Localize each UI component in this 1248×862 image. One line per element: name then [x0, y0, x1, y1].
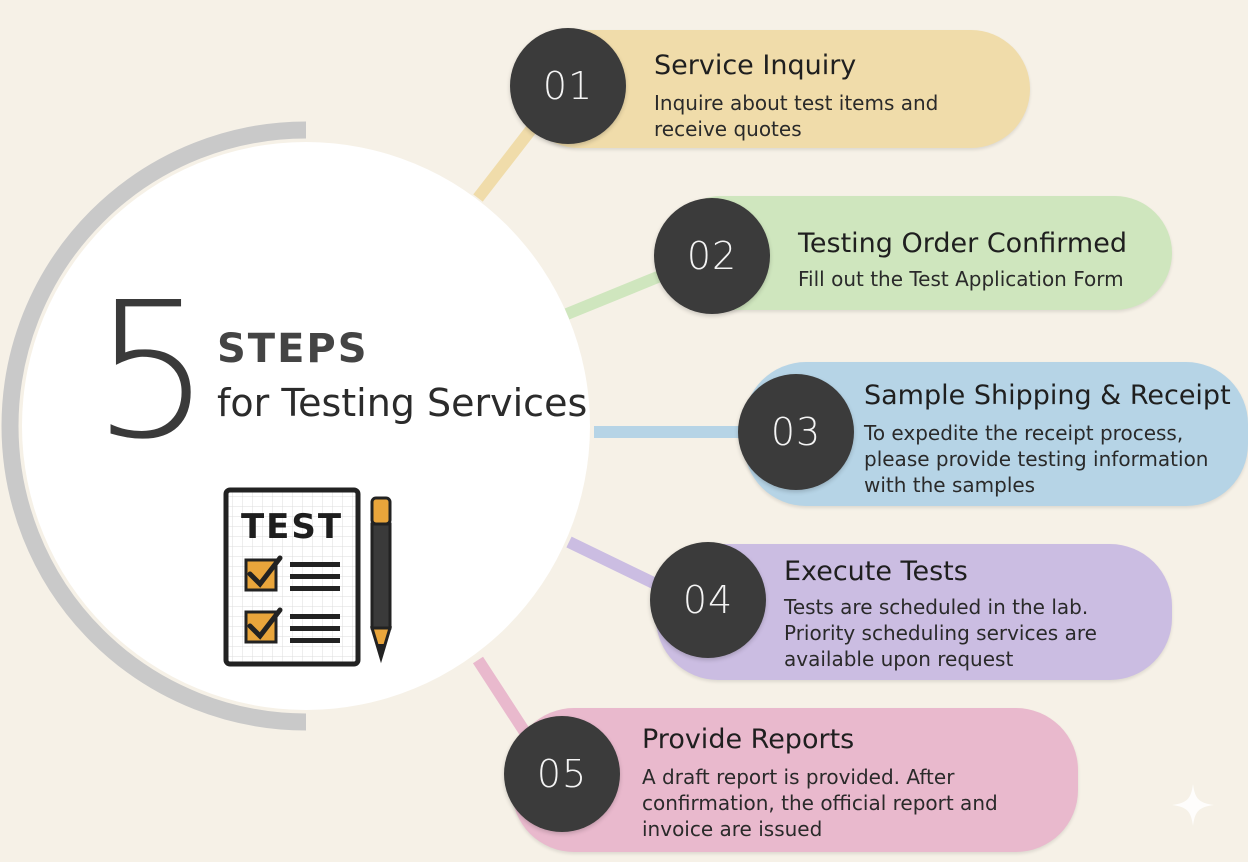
test-checklist-icon: TEST	[223, 487, 393, 667]
step-title-04: Execute Tests	[784, 556, 968, 587]
test-label: TEST	[241, 507, 343, 547]
pencil-icon	[369, 496, 393, 664]
step-badge-05: 05	[504, 716, 620, 832]
line-1c	[290, 586, 340, 591]
step-title-01: Service Inquiry	[654, 50, 857, 81]
step-description-01: Inquire about test items and receive quo…	[654, 91, 939, 141]
line-2c	[290, 638, 340, 643]
step-badge-02: 02	[654, 198, 770, 314]
connector-01	[473, 114, 545, 202]
step-badge-03: 03	[738, 374, 854, 490]
center-circle	[22, 142, 590, 710]
outer-arc	[1, 121, 307, 731]
connector-02	[564, 266, 673, 320]
line-1a	[290, 562, 340, 567]
hero-number: 5	[92, 262, 212, 481]
connector-05	[472, 656, 536, 744]
step-title-05: Provide Reports	[642, 724, 855, 755]
step-description-04: Tests are scheduled in the lab. Priority…	[784, 595, 1097, 671]
step-description-05: A draft report is provided. After confir…	[642, 765, 998, 841]
step-badge-01: 01	[510, 28, 626, 144]
hero-subheading: for Testing Services	[217, 381, 588, 425]
step-title-03: Sample Shipping & Receipt	[864, 380, 1231, 411]
step-title-02: Testing Order Confirmed	[798, 228, 1127, 259]
line-2b	[290, 626, 340, 631]
check-mark-1	[247, 555, 283, 588]
step-badge-04: 04	[650, 542, 766, 658]
step-description-02: Fill out the Test Application Form	[798, 267, 1124, 291]
check-mark-2	[247, 607, 283, 640]
connector-04	[566, 536, 671, 596]
sparkle-icon	[1172, 784, 1214, 826]
line-2a	[290, 614, 340, 619]
line-1b	[290, 574, 340, 579]
step-card-05: Provide Reports A draft report is provid…	[512, 708, 1078, 852]
step-description-03: To expedite the receipt process, please …	[864, 421, 1209, 497]
hero-heading: STEPS	[217, 326, 369, 372]
